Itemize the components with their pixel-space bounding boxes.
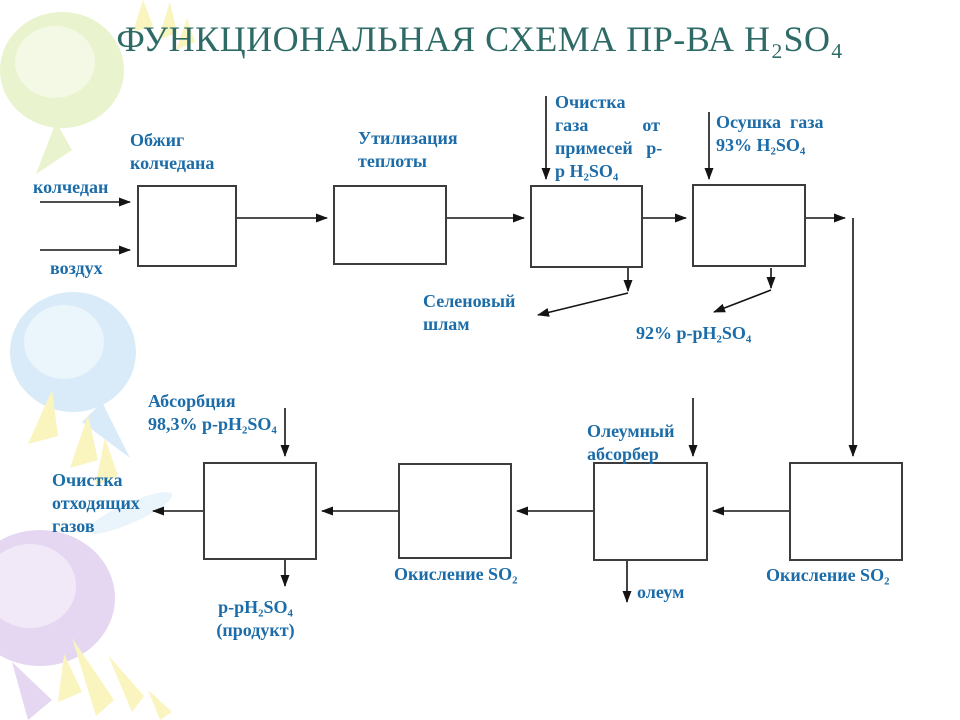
sparkle-bottom-icon — [58, 638, 172, 720]
box-absorption — [203, 462, 317, 560]
label-roasting: Обжиг колчедана — [130, 130, 215, 173]
label-oxidation-1: Окисление SO₂ — [394, 564, 518, 584]
box-oxidation-2 — [789, 462, 903, 561]
label-heat-recovery: Утилизация теплоты — [358, 128, 458, 171]
box-heat-recovery — [333, 185, 447, 265]
label-absorption: Абсорбция 98,3% р-рH₂SO₄ — [148, 391, 277, 434]
label-oxidation-2: Окисление SO₂ — [766, 565, 890, 585]
label-product: р-рH₂SO₄ (продукт) — [216, 597, 295, 640]
label-gas-drying: Осушка газа 93% H₂SO₄ — [716, 112, 824, 155]
sparkle-top-icon — [133, 0, 195, 50]
label-pyrite-input: колчедан — [33, 177, 109, 197]
box-roasting — [137, 185, 237, 267]
label-selenium-sludge: Селеновый шлам — [423, 291, 516, 334]
box-oleum-absorber — [593, 462, 708, 561]
label-waste-gas: Очистка отходящих газов — [52, 470, 140, 536]
balloon-green — [0, 12, 124, 174]
arrow-to-acid-92 — [713, 289, 772, 313]
label-acid-92: 92% р-рH₂SO₄ — [636, 323, 752, 343]
label-oleum-absorber: Олеумный абсорбер — [587, 421, 675, 464]
box-oxidation-1 — [398, 463, 512, 559]
sparkle-middle-icon — [28, 390, 118, 486]
arrow-to-selenium-sludge — [537, 292, 629, 317]
box-gas-drying — [692, 184, 806, 267]
label-air-input: воздух — [50, 258, 103, 278]
label-gas-cleaning: Очистка газа от примесей р- р H₂SO₄ — [555, 92, 663, 181]
label-oleum: олеум — [637, 582, 685, 602]
balloon-blue — [10, 292, 173, 534]
slide-title: ФУНКЦИОНАЛЬНАЯ СХЕМА ПР-ВА H₂SO₄ — [116, 19, 844, 59]
box-gas-cleaning — [530, 185, 643, 268]
balloon-purple — [0, 530, 115, 720]
